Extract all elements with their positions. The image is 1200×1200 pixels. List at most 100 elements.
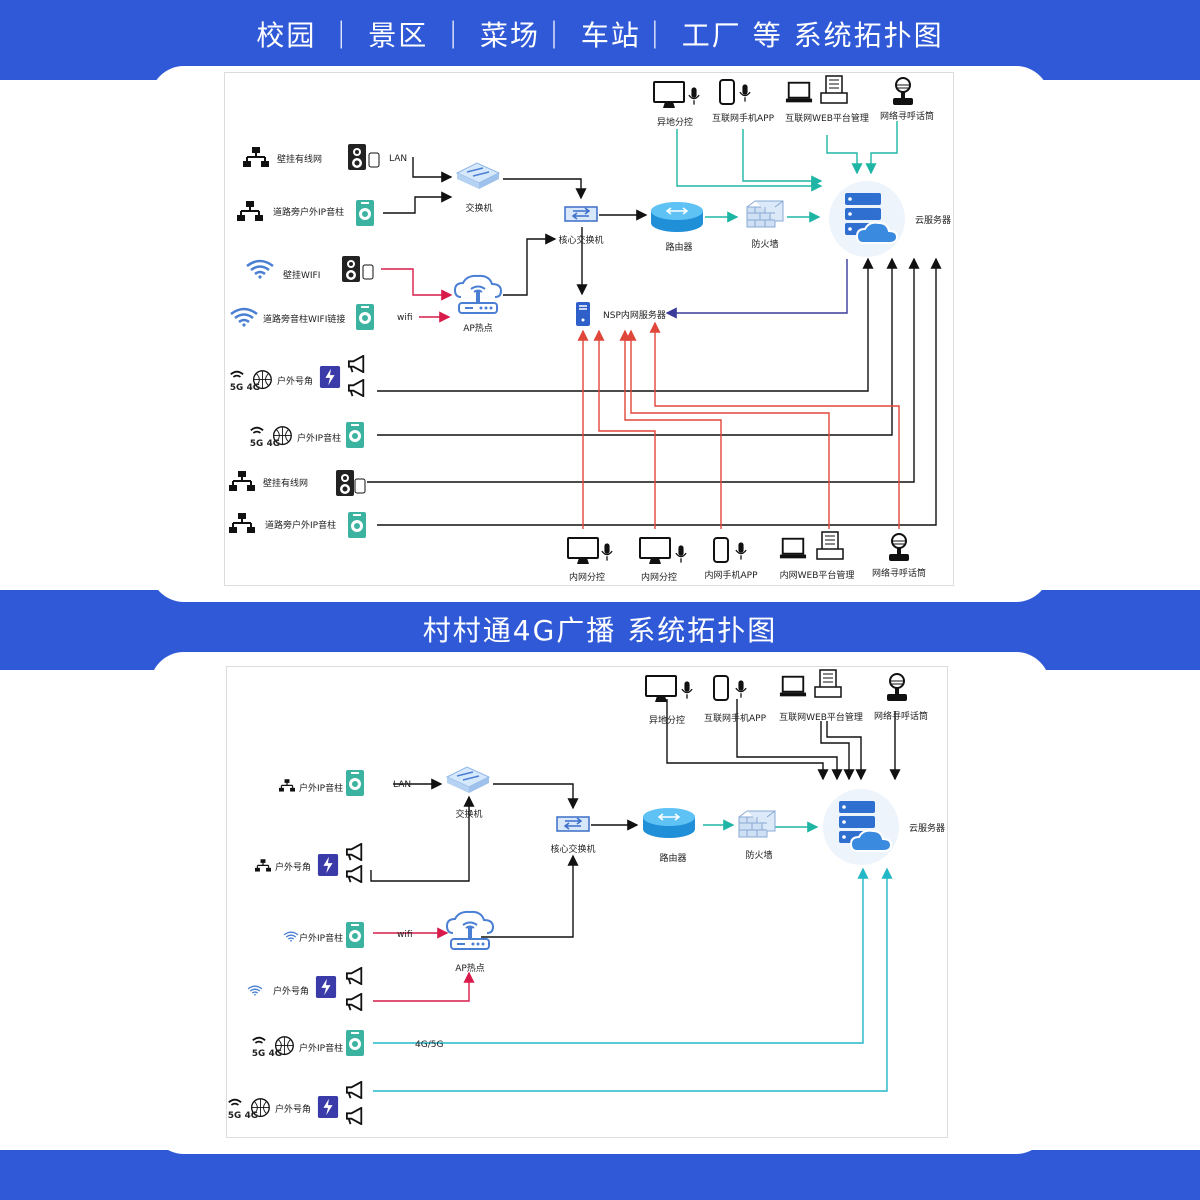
- lan-console-node-2: 内网分控: [639, 537, 687, 583]
- internet-app-label-b: 互联网手机APP: [704, 712, 767, 724]
- switch-icon: [456, 162, 500, 190]
- core-switch-icon: [564, 206, 598, 222]
- switch-node-b: 交换机: [446, 766, 490, 820]
- amplifier-icon: [317, 1096, 339, 1118]
- remote-console-label: 异地分控: [657, 116, 693, 128]
- road-ip-label-2: 道路旁户外IP音柱: [265, 519, 336, 531]
- lan-app-label: 内网手机APP: [704, 569, 758, 581]
- ap-hotspot-node-b: AP热点: [446, 910, 494, 974]
- internet-app-node: 互联网手机APP: [712, 79, 775, 124]
- wifi-link-label-b: wifi: [397, 930, 413, 940]
- road-wifi-label: 道路旁音柱WIFI链接: [263, 313, 345, 325]
- amplifier-icon: [317, 854, 339, 876]
- internet-web-node: 互联网WEB平台管理: [785, 75, 869, 124]
- outdoor-horn-label-b1: 户外号角: [275, 861, 311, 873]
- net-mic-label-b: 网络寻呼话筒: [874, 710, 928, 722]
- top-crimson-links: [381, 268, 453, 323]
- net-mic-node: 网络寻呼话筒: [880, 77, 934, 122]
- lan-mic-label: 网络寻呼话筒: [872, 567, 926, 579]
- horn-speaker-icon: [345, 967, 363, 985]
- outdoor-horn-node-b1: 户外号角: [255, 843, 363, 883]
- monitor-icon: [653, 81, 685, 109]
- bottom-black-links: [370, 699, 901, 938]
- laptop-icon: [779, 537, 807, 560]
- remote-console-node-b: 异地分控: [645, 675, 693, 726]
- bottom-teal-links: [703, 819, 819, 833]
- lan-console-label-2: 内网分控: [641, 571, 677, 583]
- router-node-b: 路由器: [642, 807, 696, 864]
- ip-column-label-b1: 户外IP音柱: [299, 782, 343, 794]
- core-switch-icon: [556, 816, 590, 832]
- phone-icon: [719, 79, 735, 105]
- paging-microphone-icon: [892, 77, 914, 106]
- horn-speaker-icon: [345, 843, 363, 861]
- document-icon: [814, 669, 842, 698]
- network-icon: [229, 513, 255, 534]
- switch-node: 交换机: [456, 162, 500, 214]
- firewall-node-b: 防火墙: [738, 810, 776, 861]
- horn-speaker-icon: [347, 355, 365, 373]
- net-mic-node-b: 网络寻呼话筒: [874, 673, 928, 722]
- switch-icon: [446, 766, 490, 794]
- internet-web-label: 互联网WEB平台管理: [785, 112, 869, 124]
- router-icon: [642, 807, 696, 839]
- 5g-4g-icon: [249, 425, 293, 448]
- server-icon: [575, 301, 591, 327]
- nsp-server-label: NSP内网服务器: [603, 309, 666, 321]
- horn-speaker-icon: [345, 993, 363, 1011]
- paging-microphone-icon: [886, 673, 908, 702]
- phone-icon: [713, 675, 729, 701]
- laptop-icon: [779, 675, 807, 698]
- wifi-icon: [229, 307, 259, 327]
- document-icon: [816, 531, 844, 560]
- ip-column-label-b2: 户外IP音柱: [299, 932, 343, 944]
- monitor-icon: [639, 537, 671, 565]
- internet-app-node-b: 互联网手机APP: [704, 675, 767, 724]
- bottom-topology-svg: 异地分控 互联网手机APP 互联网WEB平台管理 网络寻呼话筒 户外IP音柱 L…: [227, 669, 945, 1125]
- cloud-server-node: 云服务器: [828, 180, 951, 258]
- horn-speaker-icon: [345, 1081, 363, 1099]
- ip-speaker-column-icon: [348, 512, 366, 538]
- lan-web-label: 内网WEB平台管理: [780, 569, 855, 581]
- monitor-icon: [645, 675, 677, 703]
- ip-speaker-column-icon: [356, 304, 374, 330]
- bottom-diagram-title: 村村通4G广播 系统拓扑图: [422, 614, 778, 647]
- internet-web-node-b: 互联网WEB平台管理: [779, 669, 863, 723]
- road-ip-label: 道路旁户外IP音柱: [273, 206, 344, 218]
- outdoor-horn-label-b3: 户外号角: [275, 1103, 311, 1115]
- speaker-icon: [336, 470, 354, 496]
- outdoor-horn-label-b2: 户外号角: [273, 985, 309, 997]
- network-icon: [237, 201, 263, 222]
- outdoor-horn-node-b3: 户外号角: [227, 1081, 363, 1125]
- road-ip-node: 道路旁户外IP音柱: [237, 200, 374, 226]
- internet-app-label: 互联网手机APP: [712, 112, 775, 124]
- core-switch-label: 核心交换机: [558, 234, 603, 246]
- microphone-icon: [735, 541, 747, 561]
- wifi-icon: [283, 931, 299, 942]
- wall-wired-label-2: 壁挂有线网: [263, 477, 308, 489]
- ip-speaker-column-icon: [346, 922, 364, 948]
- paging-microphone-icon: [888, 533, 910, 562]
- monitor-icon: [567, 537, 599, 565]
- top-black-links: [367, 157, 942, 526]
- cloud-server-icon: [822, 788, 900, 866]
- top-topology-svg: 5G4G: [229, 75, 951, 583]
- network-icon: [255, 859, 271, 873]
- top-topology-panel: 5G4G: [224, 72, 954, 586]
- ip-speaker-column-icon: [356, 200, 374, 226]
- lan-web-node: 内网WEB平台管理: [779, 531, 855, 581]
- network-icon: [243, 147, 269, 168]
- lan-app-node: 内网手机APP: [704, 537, 758, 581]
- lan-mic-node: 网络寻呼话筒: [872, 533, 926, 579]
- router-label-b: 路由器: [659, 852, 686, 864]
- 4g-5g-link-label: 4G/5G: [415, 1040, 443, 1050]
- nsp-server-node: NSP内网服务器: [575, 301, 666, 327]
- ip-column-label-b3: 户外IP音柱: [299, 1042, 343, 1054]
- cloud-server-label: 云服务器: [915, 214, 951, 226]
- wall-wired-node-2: 壁挂有线网: [229, 470, 366, 496]
- cloud-server-label-b: 云服务器: [909, 822, 945, 834]
- outdoor-horn-node: 户外号角: [229, 355, 365, 397]
- microphone-icon: [735, 679, 747, 699]
- ip-column-node-b2: 户外IP音柱 wifi: [283, 922, 413, 948]
- firewall-node: 防火墙: [746, 200, 784, 250]
